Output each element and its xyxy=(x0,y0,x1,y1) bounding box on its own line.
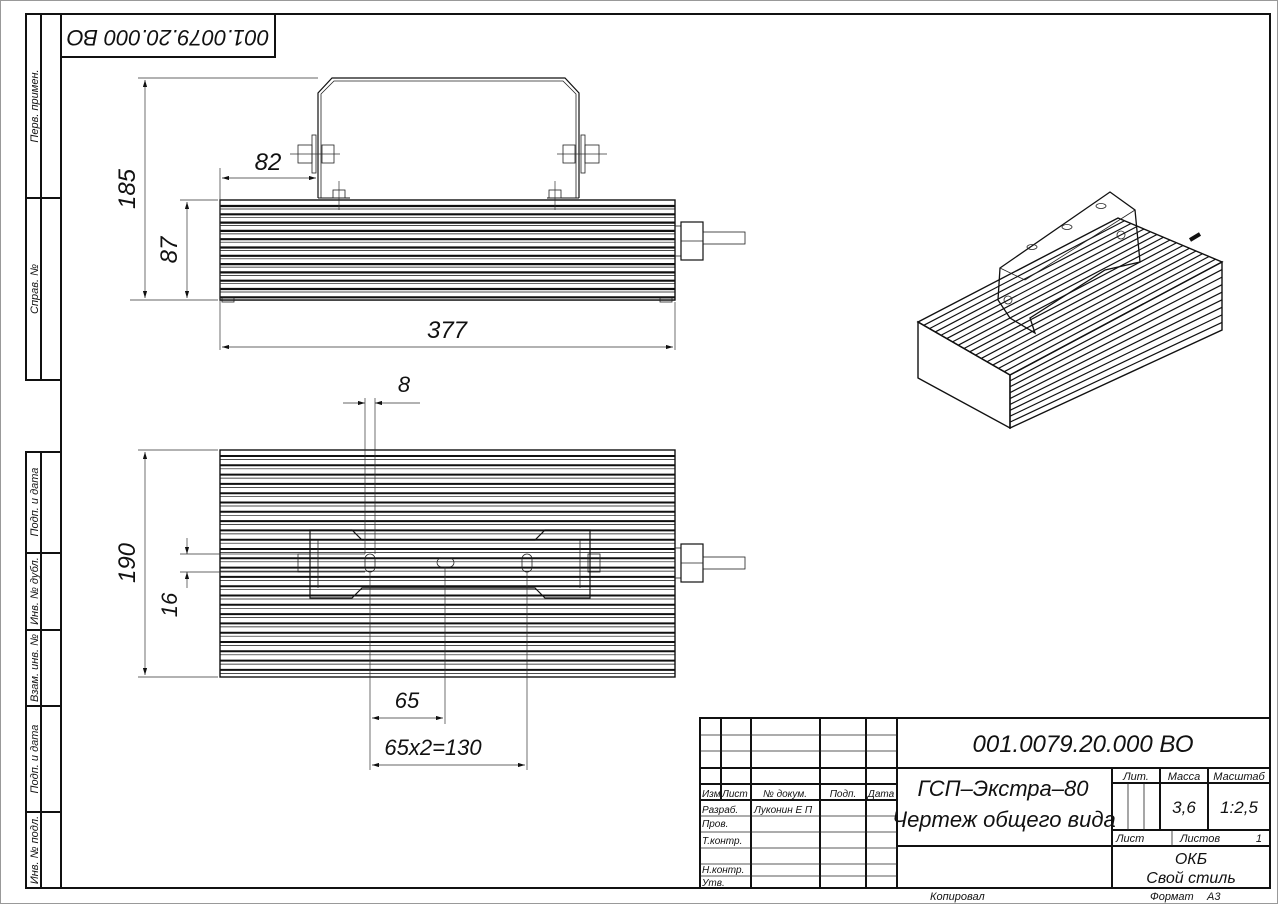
header-doc-no: № докум. xyxy=(763,789,807,800)
plan-view-fins xyxy=(220,455,675,674)
org-subtitle: Свой стиль xyxy=(1146,870,1235,887)
fin-line xyxy=(946,231,1151,340)
dim-87: 87 xyxy=(156,235,183,263)
title-block: 001.0079.20.000 ВО ГСП–Экстра–80 Чертеж … xyxy=(699,717,1271,889)
header-date: Дата xyxy=(867,789,895,800)
mass-value: 3,6 xyxy=(1172,798,1196,817)
rotated-doc-stamp: 001.0079.20.000 ВО xyxy=(60,13,276,58)
scale-value: 1:2,5 xyxy=(1220,798,1258,817)
stamp-text: 001.0079.20.000 ВО xyxy=(67,25,270,50)
sidebar-label: Подп. и дата xyxy=(29,725,41,794)
product-name: ГСП–Экстра–80 xyxy=(918,776,1090,801)
dim-377: 377 xyxy=(427,317,469,344)
format-label: Формат xyxy=(1150,891,1194,903)
fin-line xyxy=(1009,269,1223,382)
side-view-dimensions: 185 87 82 377 xyxy=(114,77,676,350)
sheets-label: Листов xyxy=(1179,833,1220,845)
header-list: Лист xyxy=(721,789,748,800)
format-value: А3 xyxy=(1206,891,1221,903)
dim-82: 82 xyxy=(255,149,282,176)
dim-8: 8 xyxy=(398,372,411,397)
dim-16: 16 xyxy=(157,592,182,617)
fin-line xyxy=(1009,299,1223,405)
fin-line xyxy=(1009,314,1223,417)
doc-number: 001.0079.20.000 ВО xyxy=(973,731,1194,758)
role-label: Пров. xyxy=(702,819,728,830)
fin-line xyxy=(1003,258,1216,373)
fin-line xyxy=(1009,291,1223,400)
bolt-left xyxy=(290,134,340,174)
dim-130: 65x2=130 xyxy=(384,735,482,760)
header-signature: Подп. xyxy=(830,789,857,800)
sidebar-label: Справ. № xyxy=(29,264,41,314)
sidebar-label: Инв. № подл. xyxy=(29,816,41,884)
isometric-view xyxy=(916,191,1224,430)
sidebar-label: Инв. № дубл. xyxy=(29,557,41,625)
fin-line xyxy=(952,233,1158,343)
fin-line xyxy=(940,228,1145,336)
role-label: Т.контр. xyxy=(702,836,742,847)
plan-view xyxy=(219,449,746,678)
mounting-bracket xyxy=(317,77,580,198)
cable-gland-plan xyxy=(674,543,746,583)
lit-label: Лит. xyxy=(1122,771,1149,783)
scale-label: Масштаб xyxy=(1213,771,1265,783)
bracket-plate xyxy=(309,529,591,599)
dim-190: 190 xyxy=(114,542,141,583)
side-view xyxy=(219,77,746,303)
fin-line xyxy=(992,253,1203,366)
copied-label: Копировал xyxy=(930,891,985,903)
left-sidebar: Перв. примен. Справ. № Подп. и дата Инв.… xyxy=(25,13,62,889)
role-label: Разраб. xyxy=(702,804,738,816)
side-view-fins xyxy=(220,204,675,301)
fin-line xyxy=(1009,284,1223,394)
fin-line xyxy=(980,247,1190,359)
sidebar-label: Перв. примен. xyxy=(29,69,41,142)
sheets-value: 1 xyxy=(1256,833,1262,845)
fin-line xyxy=(1009,306,1223,411)
mass-label: Масса xyxy=(1168,771,1201,783)
drawing-type: Чертеж общего вида xyxy=(892,807,1115,832)
fin-line xyxy=(1009,276,1223,388)
sidebar-label: Подп. и дата xyxy=(29,468,41,537)
fin-line xyxy=(969,242,1177,353)
sidebar-label: Взам. инв. № xyxy=(29,634,41,702)
role-name: Луконин Е П xyxy=(753,805,813,816)
sheet-label: Лист xyxy=(1115,833,1144,845)
fin-line xyxy=(986,250,1197,363)
plan-view-dimensions: 190 16 8 65 65x2=130 xyxy=(114,372,528,770)
fin-line xyxy=(934,225,1138,333)
dim-65: 65 xyxy=(395,688,420,713)
iso-bracket xyxy=(997,191,1141,335)
mounting-slot xyxy=(364,553,376,573)
header-izm: Изм xyxy=(702,789,721,800)
fin-line xyxy=(998,255,1210,369)
role-label: Утв. xyxy=(701,878,725,889)
dim-185: 185 xyxy=(114,168,141,209)
fin-line xyxy=(1009,321,1223,423)
org-name: ОКБ xyxy=(1175,851,1207,868)
cable-gland xyxy=(674,221,746,261)
fin-line xyxy=(975,244,1184,356)
bolt-right xyxy=(557,134,607,174)
mounting-slot xyxy=(521,553,533,573)
mounting-slot xyxy=(436,557,455,568)
fin-line xyxy=(929,222,1132,330)
role-label: Н.контр. xyxy=(702,865,744,876)
fin-line xyxy=(957,236,1164,346)
